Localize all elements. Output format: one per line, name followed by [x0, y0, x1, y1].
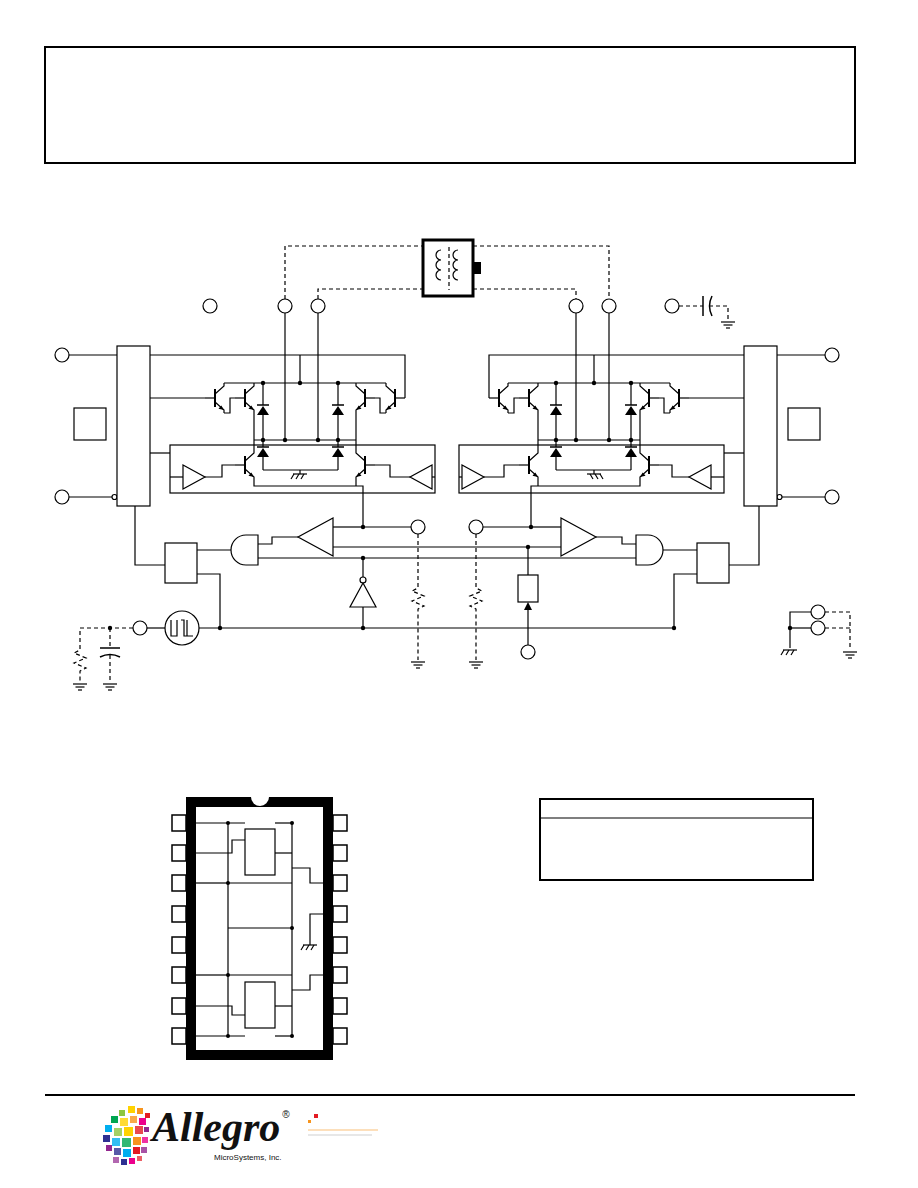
logo-mosaic: [103, 1106, 150, 1165]
package-pinout: [172, 788, 347, 1060]
pin-circle: [203, 299, 217, 313]
logo-rules: [308, 1114, 378, 1135]
ground-pins: [781, 605, 857, 658]
logic-center: [199, 545, 674, 659]
bridge-left: [55, 299, 447, 668]
motor-wiring: [285, 246, 609, 299]
motor-symbol: [423, 240, 481, 296]
logo-wordmark: Allegro: [152, 1106, 280, 1148]
capacitor-symbol: [665, 296, 735, 328]
header-frame: [45, 47, 855, 163]
registered-mark: ®: [282, 1110, 289, 1120]
bridge-right: [447, 299, 839, 668]
oscillator-symbol: [73, 611, 199, 690]
ratings-table-frame: [540, 799, 813, 880]
company-name: MicroSystems, Inc.: [214, 1154, 282, 1162]
footer-rule: [45, 1094, 855, 1096]
